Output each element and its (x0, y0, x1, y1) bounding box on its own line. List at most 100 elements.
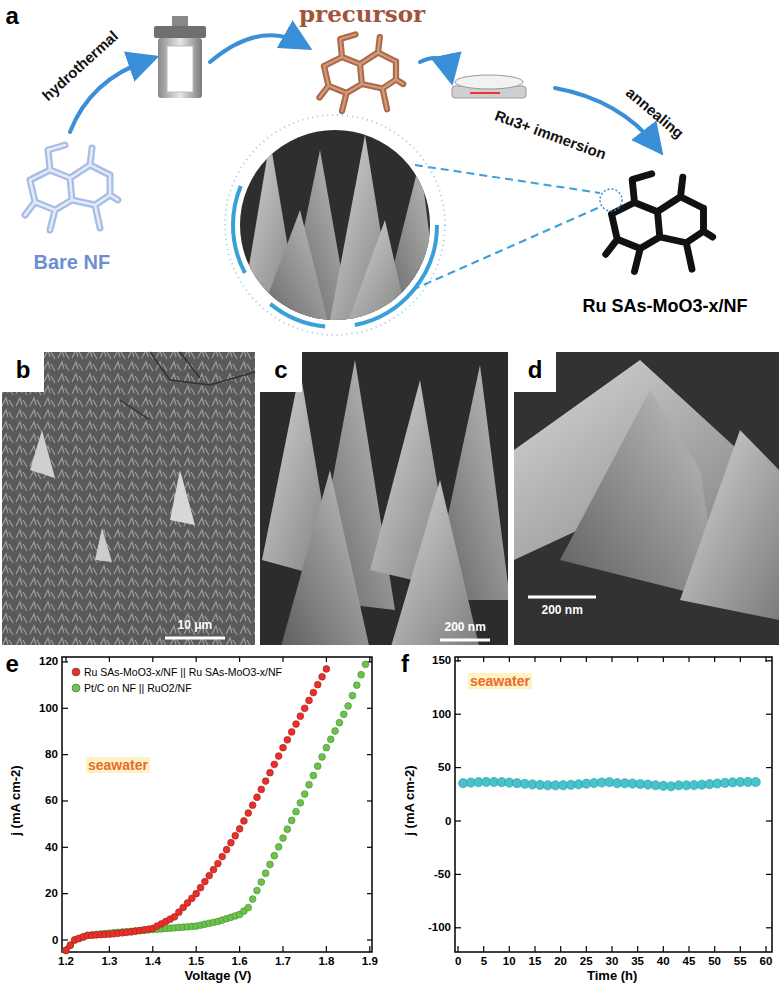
tick (586, 657, 587, 662)
tick-label: 30 (606, 955, 619, 968)
data-point (284, 826, 291, 833)
sem-image (514, 352, 779, 645)
tick (369, 657, 370, 662)
tick (367, 800, 372, 801)
tick (62, 847, 68, 848)
data-point (267, 861, 274, 868)
tick (766, 767, 772, 768)
data-point (223, 846, 230, 853)
tick (766, 874, 772, 875)
data-point (362, 661, 369, 668)
tick (62, 893, 68, 894)
tick-label: 40 (657, 955, 670, 968)
data-point (210, 866, 217, 873)
tick (611, 946, 612, 952)
plot-frame (455, 657, 772, 952)
condition-label: seawater (468, 673, 532, 689)
data-point (310, 772, 317, 779)
tick (766, 927, 772, 928)
step-label: hydrothermal (39, 27, 122, 104)
tick (663, 657, 664, 662)
legend-swatch (72, 684, 80, 692)
tick-label: 1.3 (101, 955, 117, 968)
tick (196, 657, 197, 662)
step-label: Ru3+ immersion (492, 106, 608, 162)
zoom-circle (225, 115, 445, 335)
data-point (280, 835, 287, 842)
data-point (262, 778, 269, 785)
legend-text: Ru SAs-MoO3-x/NF || Ru SAs-MoO3-x/NF (84, 666, 282, 678)
data-point (314, 681, 321, 688)
plot-frame (62, 657, 372, 952)
scale-bar-label: 200 nm (445, 621, 486, 635)
data-point (236, 825, 243, 832)
process-arrows (70, 35, 656, 146)
data-point (345, 703, 352, 710)
data-point (262, 870, 269, 877)
tick (109, 946, 110, 952)
data-point (271, 761, 278, 768)
panel-letter-box: d (514, 352, 556, 392)
axis-title: Voltage (V) (185, 969, 252, 984)
data-point (201, 878, 208, 885)
data-point (254, 794, 261, 801)
panel-letter-box: b (2, 352, 44, 392)
data-point (353, 682, 360, 689)
tick (369, 946, 370, 952)
tick (455, 820, 461, 821)
tick (688, 946, 689, 952)
panel-letter: c (267, 356, 295, 384)
tick-label: -50 (434, 868, 451, 881)
tick-label: 1.8 (318, 955, 334, 968)
data-point (293, 808, 300, 815)
tick (239, 657, 240, 662)
zoom-lines (412, 165, 600, 290)
tick-label: 100 (39, 702, 58, 715)
tick-label: 5 (481, 955, 487, 968)
data-point (297, 713, 304, 720)
data-point (319, 673, 326, 680)
tick (62, 800, 68, 801)
tick (326, 657, 327, 662)
tick (534, 657, 535, 662)
tick (534, 946, 535, 952)
tick-label: 80 (45, 748, 58, 761)
tick (766, 714, 772, 715)
data-point (284, 736, 291, 743)
tick (455, 767, 461, 768)
tick-label: 50 (708, 955, 721, 968)
data-point (249, 896, 256, 903)
tick (152, 657, 153, 662)
tick-label: 150 (432, 654, 451, 667)
tick-label: 35 (631, 955, 644, 968)
tick (455, 660, 461, 661)
tick (367, 847, 372, 848)
data-point (241, 818, 248, 825)
data-point (228, 839, 235, 846)
tick (62, 754, 68, 755)
data-point (267, 769, 274, 776)
tick-label: 25 (580, 955, 593, 968)
data-point (349, 692, 356, 699)
tick (714, 657, 715, 662)
data-point (340, 711, 347, 718)
data-point (280, 744, 287, 751)
tick-label: 1.7 (275, 955, 291, 968)
axis-title: j (mA cm-2) (403, 765, 418, 835)
data-point (219, 853, 226, 860)
tick (637, 946, 638, 952)
tick (457, 946, 458, 952)
stage-label: precursor (299, 1, 425, 27)
data-point (332, 728, 339, 735)
tick-label: 50 (438, 761, 451, 774)
tick-label: 1.5 (188, 955, 204, 968)
data-point (336, 719, 343, 726)
panel-letter: a (6, 2, 19, 30)
tick (586, 946, 587, 952)
tick (282, 657, 283, 662)
legend-swatch (72, 668, 80, 676)
panel-letter: e (6, 650, 19, 678)
step-label: annealing (623, 83, 688, 141)
data-point (301, 705, 308, 712)
